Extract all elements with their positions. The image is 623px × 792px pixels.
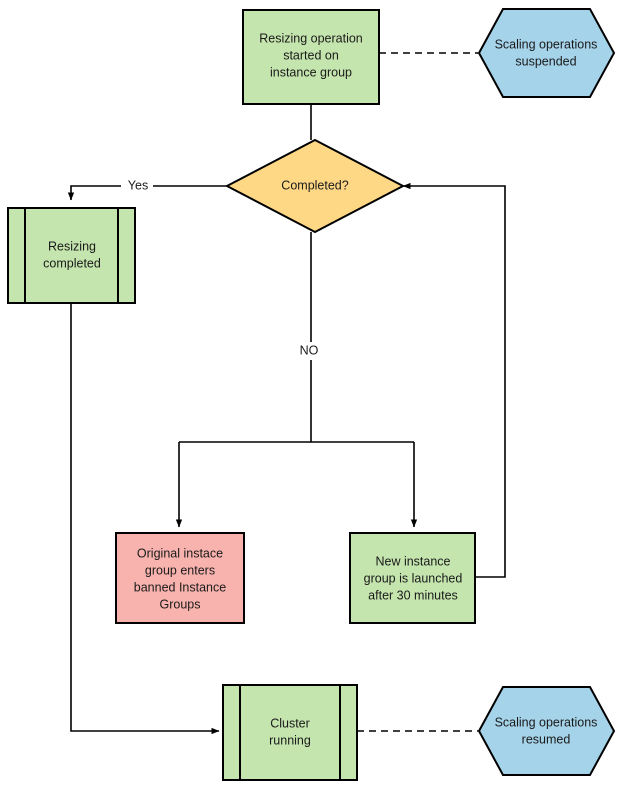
scaling-suspended-hexagon[interactable] <box>477 8 616 98</box>
node-resizing-completed[interactable]: Resizing completed <box>7 207 136 304</box>
edge-decision-yes <box>67 185 227 201</box>
cluster-running-line-1: Cluster <box>270 716 310 730</box>
node-new-group-launched[interactable]: New instance group is launched after 30 … <box>349 532 476 624</box>
edge-label-yes-backdrop <box>121 177 153 195</box>
edge-label-layer: Yes NO <box>121 177 323 360</box>
edge-completed-to-cluster <box>70 303 220 735</box>
original-group-banned-line-1: Original instace <box>137 546 223 560</box>
node-resizing-started[interactable]: Resizing operation started on instance g… <box>242 9 380 105</box>
resizing-started-box[interactable] <box>242 9 380 105</box>
original-group-banned-line-3: banned Instance <box>134 580 226 594</box>
new-group-launched-line-3: after 30 minutes <box>368 588 458 602</box>
completed-decision-label: Completed? <box>281 178 348 192</box>
new-group-launched-box[interactable] <box>349 532 476 624</box>
cluster-running-line-2: running <box>269 733 311 747</box>
scaling-resumed-line-2: resumed <box>522 732 571 746</box>
scaling-resumed-hexagon[interactable] <box>477 686 616 776</box>
new-group-launched-line-2: group is launched <box>364 571 463 585</box>
edge-label-no: NO <box>300 343 319 357</box>
original-group-banned-line-2: group enters <box>145 563 215 577</box>
original-group-banned-line-4: Groups <box>160 597 201 611</box>
scaling-suspended-line-2: suspended <box>515 54 576 68</box>
resizing-completed-box[interactable] <box>7 207 136 304</box>
cluster-running-box[interactable] <box>222 684 358 781</box>
edge-label-yes: Yes <box>128 178 148 192</box>
edge-layer <box>67 52 506 735</box>
node-cluster-running[interactable]: Cluster running <box>222 684 358 781</box>
scaling-resumed-line-1: Scaling operations <box>495 715 598 729</box>
edge-new-group-retry <box>402 182 506 578</box>
resizing-completed-line-2: completed <box>43 256 101 270</box>
node-scaling-suspended[interactable]: Scaling operations suspended <box>477 8 616 98</box>
node-completed-decision[interactable]: Completed? <box>224 138 406 234</box>
edge-label-no-backdrop <box>293 342 323 360</box>
scaling-suspended-line-1: Scaling operations <box>495 37 598 51</box>
resizing-completed-line-1: Resizing <box>48 239 96 253</box>
original-group-banned-box[interactable] <box>115 532 245 624</box>
node-original-group-banned[interactable]: Original instace group enters banned Ins… <box>115 532 245 624</box>
completed-decision-diamond[interactable] <box>224 138 406 234</box>
resizing-started-line-2: started on <box>283 48 339 62</box>
new-group-launched-line-1: New instance <box>375 554 450 568</box>
node-scaling-resumed[interactable]: Scaling operations resumed <box>477 686 616 776</box>
resizing-started-line-1: Resizing operation <box>259 31 363 45</box>
resizing-started-line-3: instance group <box>270 65 352 79</box>
